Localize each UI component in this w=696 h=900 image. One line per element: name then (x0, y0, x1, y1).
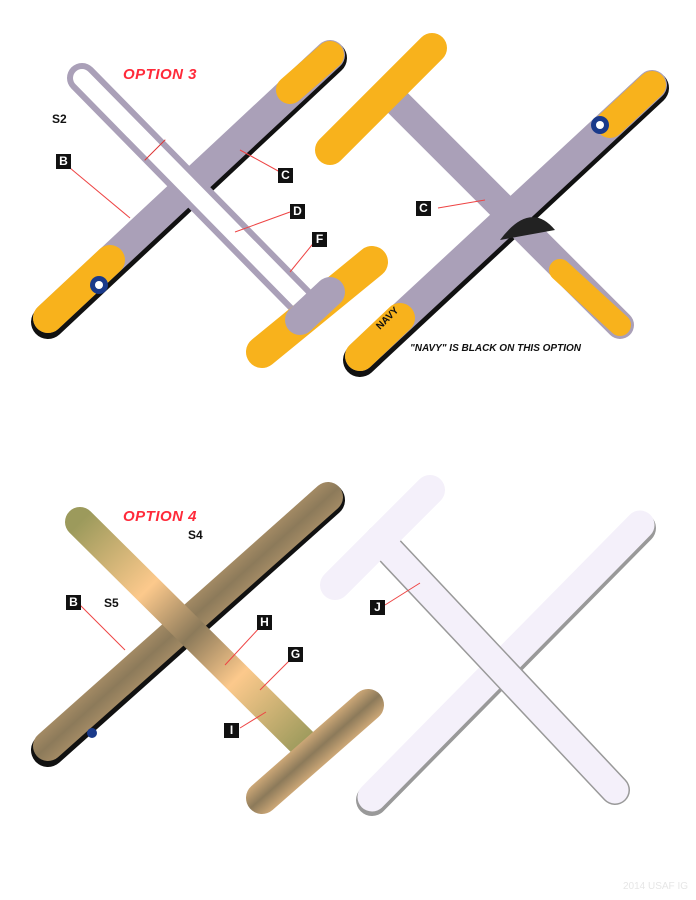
label-b-4: B (66, 595, 81, 610)
option4-plane-camo (31, 482, 384, 814)
leader-lines (69, 149, 486, 729)
label-s2: S2 (52, 112, 67, 126)
label-s5: S5 (104, 596, 119, 610)
label-c: C (278, 168, 293, 183)
label-g: G (288, 647, 303, 662)
label-j: J (370, 600, 385, 615)
option3-plane-top: NAVY (315, 33, 669, 377)
label-i: I (224, 723, 239, 738)
option3-plane-underside (31, 40, 388, 368)
label-d: D (290, 204, 305, 219)
option4-title: OPTION 4 (123, 508, 198, 525)
navy-note: "NAVY" IS BLACK ON THIS OPTION (410, 343, 581, 354)
watermark: 2014 USAF IG (622, 881, 688, 892)
option4-plane-top (320, 475, 656, 816)
label-s4: S4 (188, 528, 203, 542)
option3-title: OPTION 3 (123, 66, 198, 83)
label-b: B (56, 154, 71, 169)
label-h: H (257, 615, 272, 630)
label-f: F (312, 232, 327, 247)
label-c-top: C (416, 201, 431, 216)
